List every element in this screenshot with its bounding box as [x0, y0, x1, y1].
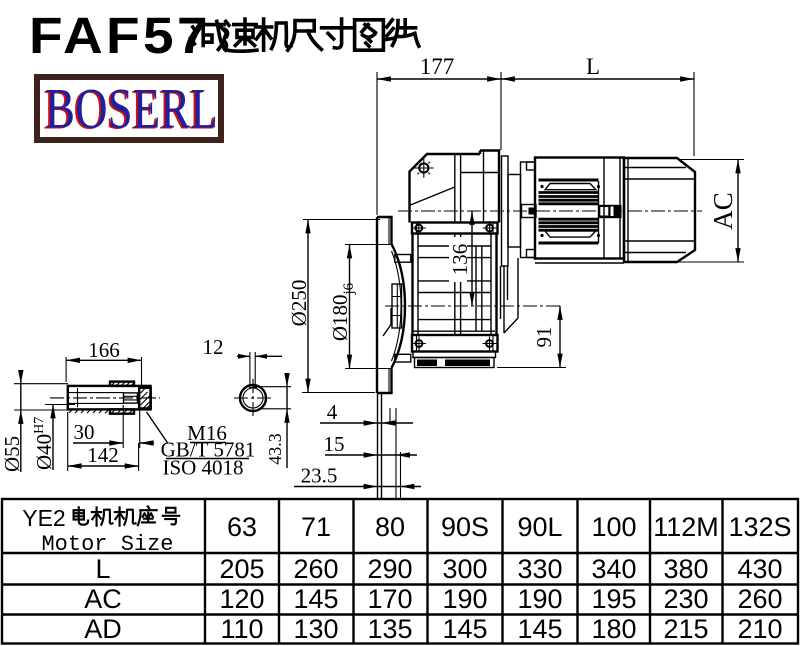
svg-text:300: 300 [442, 554, 487, 584]
svg-text:330: 330 [517, 554, 562, 584]
svg-text:145: 145 [517, 614, 562, 644]
svg-text:15: 15 [324, 432, 345, 456]
svg-text:AD: AD [84, 614, 122, 644]
svg-text:205: 205 [219, 554, 264, 584]
svg-text:260: 260 [293, 554, 338, 584]
svg-text:YE2: YE2 [22, 505, 65, 531]
svg-text:166: 166 [88, 338, 120, 362]
svg-text:190: 190 [442, 584, 487, 614]
svg-text:Ø55: Ø55 [0, 436, 24, 472]
svg-text:23.5: 23.5 [301, 464, 338, 488]
svg-text:120: 120 [219, 584, 264, 614]
svg-text:210: 210 [737, 614, 782, 644]
svg-text:135: 135 [367, 614, 412, 644]
svg-text:GB/T 5781: GB/T 5781 [161, 438, 256, 462]
svg-text:110: 110 [220, 614, 263, 644]
svg-text:L: L [95, 554, 110, 584]
svg-text:215: 215 [663, 614, 708, 644]
svg-text:12: 12 [203, 335, 224, 359]
svg-text:260: 260 [737, 584, 782, 614]
svg-text:130: 130 [293, 614, 338, 644]
svg-text:380: 380 [663, 554, 708, 584]
svg-text:180: 180 [591, 614, 636, 644]
svg-text:100: 100 [591, 512, 636, 542]
svg-text:Motor Size: Motor Size [41, 532, 173, 557]
svg-text:230: 230 [663, 584, 708, 614]
svg-text:112M: 112M [653, 512, 719, 542]
svg-text:L: L [586, 54, 600, 79]
svg-text:142: 142 [87, 443, 119, 467]
svg-text:Ø180j6: Ø180j6 [328, 282, 357, 341]
svg-text:AC: AC [708, 192, 738, 230]
svg-text:FAF57: FAF57 [29, 8, 211, 64]
svg-text:80: 80 [375, 512, 405, 542]
svg-text:90S: 90S [441, 512, 489, 542]
svg-text:AC: AC [84, 584, 122, 614]
svg-text:132S: 132S [728, 512, 791, 542]
svg-text:91: 91 [532, 327, 556, 348]
svg-text:BOSERL: BOSERL [45, 77, 218, 140]
svg-text:430: 430 [737, 554, 782, 584]
svg-text:170: 170 [367, 584, 412, 614]
svg-text:43.3: 43.3 [265, 433, 285, 465]
svg-text:340: 340 [591, 554, 636, 584]
svg-text:4: 4 [327, 400, 338, 424]
svg-text:Ø250: Ø250 [287, 280, 311, 327]
svg-text:ISO 4018: ISO 4018 [162, 456, 243, 480]
svg-text:M16: M16 [187, 421, 227, 445]
svg-text:290: 290 [367, 554, 412, 584]
svg-text:90L: 90L [517, 512, 562, 542]
svg-text:195: 195 [591, 584, 636, 614]
svg-text:71: 71 [301, 512, 331, 542]
svg-text:63: 63 [227, 512, 257, 542]
svg-text:190: 190 [517, 584, 562, 614]
svg-text:30: 30 [74, 420, 95, 444]
svg-text:136: 136 [448, 244, 472, 276]
svg-text:BOSERL: BOSERL [43, 78, 216, 141]
svg-text:177: 177 [420, 54, 455, 79]
svg-text:145: 145 [293, 584, 338, 614]
svg-text:145: 145 [442, 614, 487, 644]
